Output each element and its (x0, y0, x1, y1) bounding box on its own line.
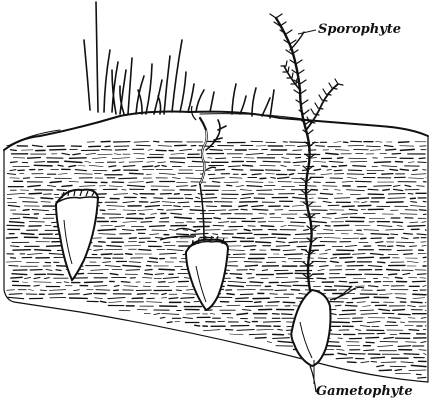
sporophyte-shoot (270, 14, 343, 290)
sporophyte-label: Sporophyte (318, 22, 401, 37)
gametophyte-with-young-sporophyte (160, 106, 228, 310)
ground-surface (4, 112, 428, 151)
gametophyte-label: Gametophyte (316, 384, 413, 399)
sporophyte-leader-line (298, 30, 316, 34)
grass-blades (84, 2, 274, 118)
